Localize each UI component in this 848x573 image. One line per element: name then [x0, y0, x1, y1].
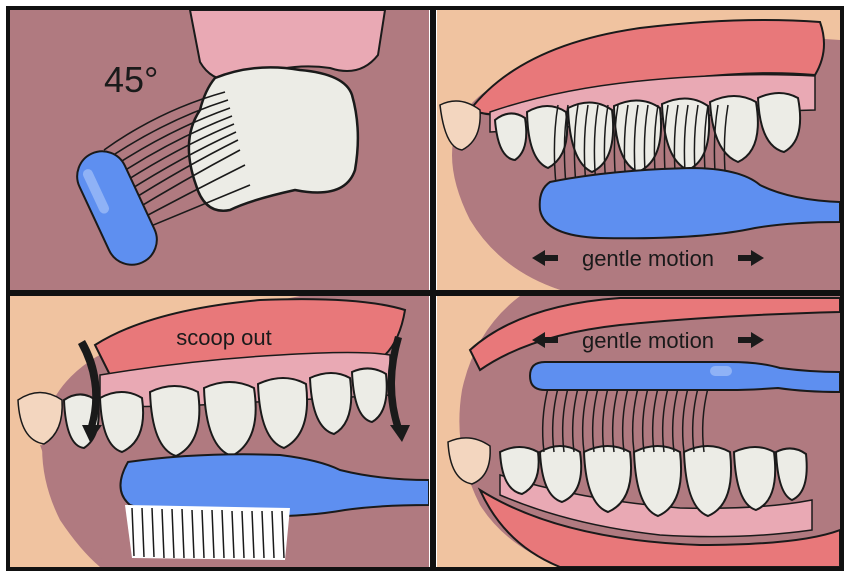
motion-label: gentle motion	[582, 328, 714, 353]
scoop-label: scoop out	[176, 325, 271, 350]
panel-bottom-left: scoop out	[10, 296, 429, 567]
angle-label: 45°	[104, 59, 158, 100]
panel-top-right: gentle motion	[437, 10, 840, 290]
bristles	[125, 505, 290, 560]
tooth	[189, 67, 358, 210]
toothbrush-highlight	[710, 366, 732, 376]
panel-top-left: 45°	[10, 10, 429, 290]
panel-bottom-right: gentle motion	[437, 296, 840, 567]
motion-label: gentle motion	[582, 246, 714, 271]
